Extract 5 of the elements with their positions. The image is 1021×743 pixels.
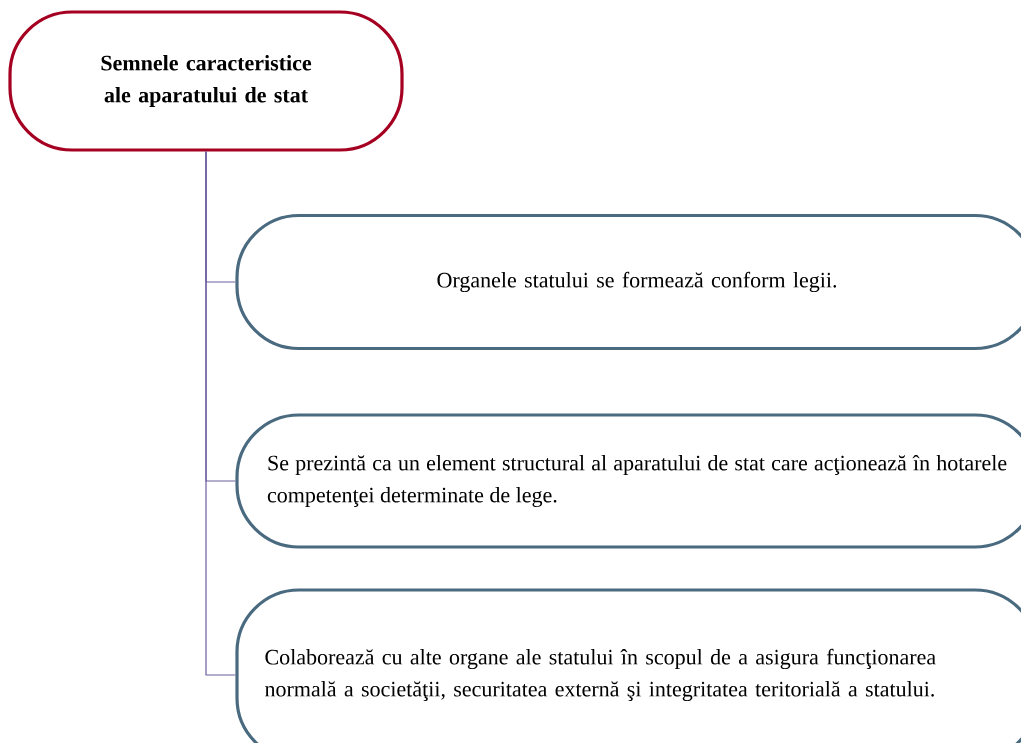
rounded-box: Se prezintă ca un element structural al aparatului de stat care acţionează în hotarele competenţei determinate de lege. (235, 413, 1021, 549)
heading-box: Semnele caracteristice ale aparatului de stat (8, 10, 404, 152)
connector-line (205, 151, 236, 676)
rounded-box: Colaborează cu alte organe ale statului în scopul de a asigura funcţionarea normală a societăţii, securitatea externă şi integritatea teritorială a statului. (235, 588, 1021, 743)
rounded-box: Organele statului se formează conform legii. (235, 213, 1021, 351)
